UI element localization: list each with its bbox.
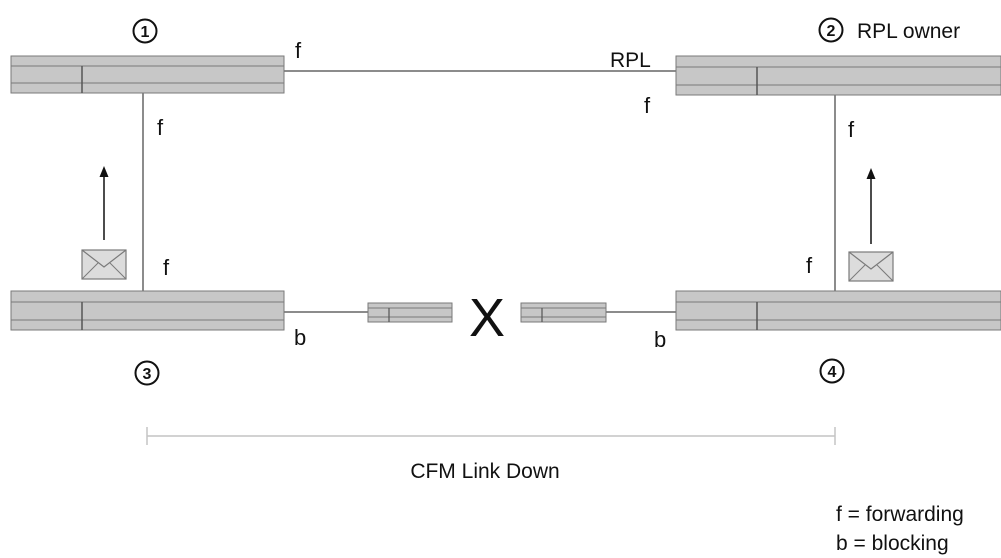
legend: f = forwarding b = blocking (836, 503, 964, 555)
up-arrow-icon-right (866, 168, 876, 244)
message-envelope-icon-left (81, 249, 127, 280)
legend-forwarding: f = forwarding (836, 503, 964, 526)
switch-node-2 (675, 55, 1001, 96)
switch-node-3 (10, 290, 285, 331)
port-state-node2-down: f (848, 117, 855, 142)
node-badge-4: 4 (819, 358, 845, 384)
port-state-node3-right: b (294, 325, 306, 350)
node-number-1: 1 (141, 24, 150, 41)
switch-node-4 (675, 290, 1001, 331)
node-number-4: 4 (828, 364, 837, 381)
up-arrow-icon-left (99, 166, 109, 240)
cfm-link-down-label: CFM Link Down (410, 460, 559, 483)
node-number-3: 3 (143, 366, 152, 383)
message-envelope-icon-right (848, 251, 894, 282)
port-state-node3-up: f (163, 255, 170, 280)
rpl-label: RPL (610, 49, 651, 72)
port-state-node4-up: f (806, 253, 813, 278)
port-state-node4-left: b (654, 327, 666, 352)
node-number-2: 2 (827, 23, 836, 40)
cfm-span-bracket (146, 427, 836, 445)
rpl-owner-label: RPL owner (857, 20, 960, 43)
legend-blocking: b = blocking (836, 532, 949, 555)
node-badge-1: 1 (132, 18, 158, 44)
link-failure-mark: X (469, 288, 505, 348)
node-badge-3: 3 (134, 360, 160, 386)
broken-link-segment-left (367, 302, 453, 323)
broken-link-segment-right (520, 302, 607, 323)
port-state-node1-right: f (295, 38, 302, 63)
port-state-node1-down: f (157, 115, 164, 140)
switch-node-1 (10, 55, 285, 94)
port-state-node2-left: f (644, 93, 651, 118)
node-badge-2: 2 (818, 17, 844, 43)
